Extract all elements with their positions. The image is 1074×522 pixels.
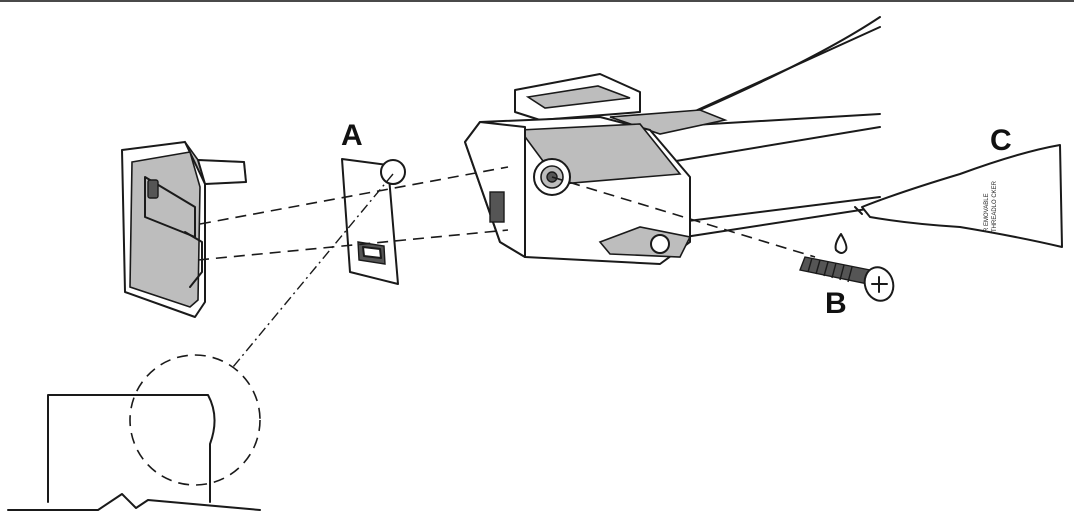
bracket-part-a [341,158,406,285]
callout-c: C [990,124,1012,157]
callout-b: B [825,287,847,320]
detail-inset [7,354,261,511]
svg-text:R EMOVABLE THREADLO CK: R EMOVABLE THREADLO CKER [984,180,998,232]
screw-part-b [799,256,895,302]
threadlocker-tube-c: R EMOVABLE THREADLO CKER [834,144,1063,254]
alignment-guides [197,166,816,368]
cover-cap [121,140,247,318]
tube-label-line-2: THREADLO CKER [992,180,998,232]
wiper-arm-housing [464,16,881,265]
tube-label-line-1: R EMOVABLE [984,193,990,232]
callout-a: A [341,119,363,152]
